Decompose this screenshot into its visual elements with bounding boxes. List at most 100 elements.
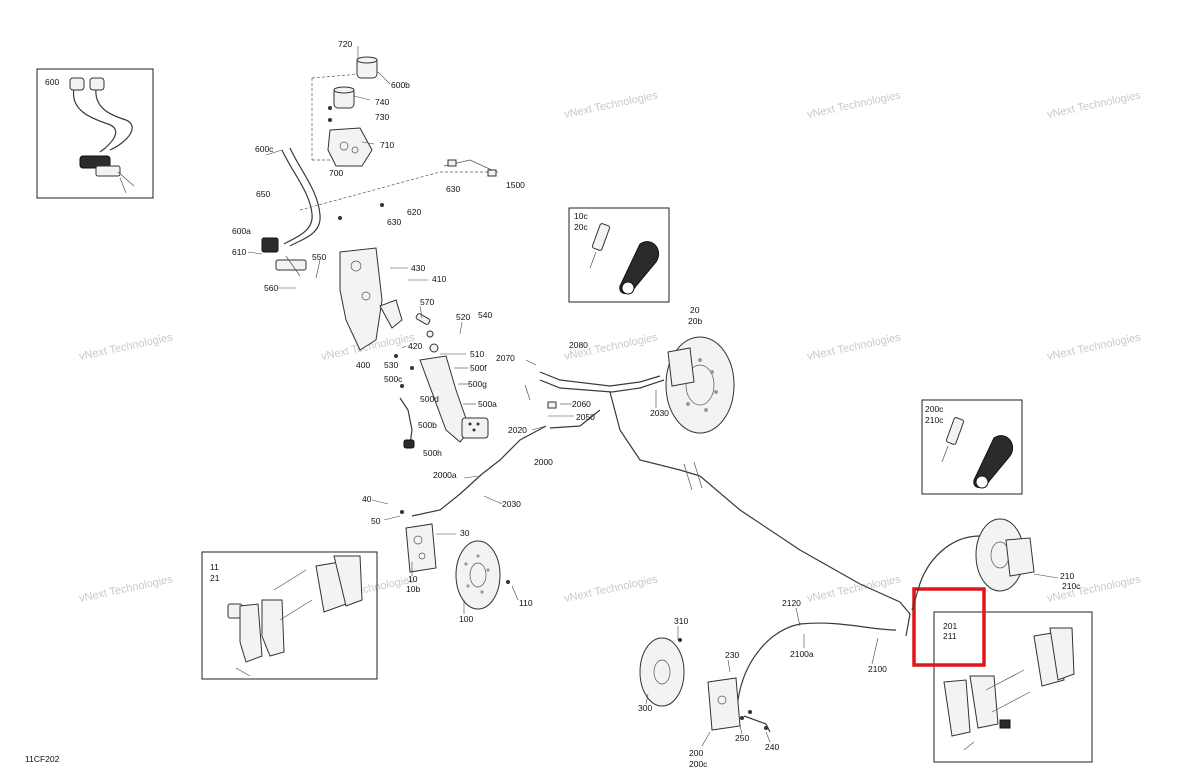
callout-20: 20 [690, 305, 700, 315]
watermark: vNext Technologies [563, 89, 659, 121]
long-brake-line [411, 461, 901, 603]
callout-230: 230 [725, 650, 739, 660]
inset-11-frame [201, 551, 378, 680]
callout-2000: 2000 [534, 457, 553, 467]
inset-10c-frame [568, 207, 670, 303]
callout-labels: 720 600b 740 730 710 700 600 600c 650 63… [25, 39, 1081, 769]
callout-650: 650 [256, 189, 270, 199]
callout-210: 210 [1060, 571, 1074, 581]
callout-10b: 10b [406, 584, 420, 594]
callout-570: 570 [420, 297, 434, 307]
callout-250: 250 [735, 733, 749, 743]
inset-600-frame [36, 68, 154, 199]
callout-550: 550 [312, 252, 326, 262]
callout-2120: 2120 [782, 598, 801, 608]
callout-1500: 1500 [506, 180, 525, 190]
inset-201-frame [933, 611, 1093, 763]
callout-740: 740 [375, 97, 389, 107]
highlight-box [912, 587, 986, 667]
inset-200c-parts [941, 417, 1014, 489]
diagram-code: 11CF202 [25, 754, 60, 764]
pedal-assembly [261, 237, 489, 449]
callout-300: 300 [638, 703, 652, 713]
callout-600: 600 [45, 77, 59, 87]
callout-2020: 2020 [508, 425, 527, 435]
callout-500f: 500f [470, 363, 487, 373]
callout-2060: 2060 [572, 399, 591, 409]
watermarks: vNext Technologies vNext Technologies vN… [78, 89, 1142, 605]
callout-530: 530 [384, 360, 398, 370]
watermark: vNext Technologies [1046, 331, 1142, 363]
watermark: vNext Technologies [78, 573, 174, 605]
callout-2070: 2070 [496, 353, 515, 363]
rear-left-brake [639, 622, 897, 733]
callout-430: 430 [411, 263, 425, 273]
watermark: vNext Technologies [806, 89, 902, 121]
callout-2030-b: 2030 [502, 499, 521, 509]
callout-500c: 500c [384, 374, 403, 384]
callout-210c: 210c [925, 415, 944, 425]
callout-211: 211 [943, 631, 957, 641]
callout-630-b: 630 [387, 217, 401, 227]
inset-201-parts [943, 627, 1075, 751]
watermark: vNext Technologies [806, 331, 902, 363]
callout-50: 50 [371, 516, 381, 526]
callout-500h: 500h [423, 448, 442, 458]
callout-201: 201 [943, 621, 957, 631]
watermark: vNext Technologies [1046, 89, 1142, 121]
inset-11-parts [227, 555, 363, 677]
callout-410: 410 [432, 274, 446, 284]
callout-30: 30 [460, 528, 470, 538]
callout-520: 520 [456, 312, 470, 322]
inset-600-parts [69, 77, 135, 194]
callout-100: 100 [459, 614, 473, 624]
watermark: vNext Technologies [563, 573, 659, 605]
watermark: vNext Technologies [806, 573, 902, 605]
callout-600a: 600a [232, 226, 251, 236]
callout-40: 40 [362, 494, 372, 504]
callout-500d: 500d [420, 394, 439, 404]
rear-right-brake [899, 518, 1035, 637]
inset-200c-frame [921, 399, 1023, 495]
brake-lines-upper [281, 147, 500, 247]
callout-610: 610 [232, 247, 246, 257]
callout-2050: 2050 [576, 412, 595, 422]
callout-310: 310 [674, 616, 688, 626]
callout-2100a: 2100a [790, 649, 814, 659]
callout-21: 21 [210, 573, 220, 583]
callout-200: 200 [689, 748, 703, 758]
callout-500g: 500g [468, 379, 487, 389]
callout-11: 11 [210, 562, 219, 572]
callout-720: 720 [338, 39, 352, 49]
callout-240: 240 [765, 742, 779, 752]
watermark: vNext Technologies [78, 331, 174, 363]
callout-510: 510 [470, 349, 484, 359]
callout-2030: 2030 [650, 408, 669, 418]
callout-400: 400 [356, 360, 370, 370]
callout-20c: 20c [574, 222, 588, 232]
front-left-brake [400, 510, 510, 610]
callout-500b: 500b [418, 420, 437, 430]
callout-620: 620 [407, 207, 421, 217]
callout-710: 710 [380, 140, 394, 150]
callout-560: 560 [264, 283, 278, 293]
callout-10: 10 [408, 574, 418, 584]
callout-500a: 500a [478, 399, 497, 409]
callout-210c-rear: 210c [1062, 581, 1081, 591]
callout-2000a: 2000a [433, 470, 457, 480]
callout-600b: 600b [391, 80, 410, 90]
callout-420: 420 [408, 341, 422, 351]
callout-730: 730 [375, 112, 389, 122]
front-right-brake [481, 336, 735, 477]
callout-630: 630 [446, 184, 460, 194]
callout-600c: 600c [255, 144, 274, 154]
callout-200c: 200c [925, 404, 944, 414]
leader-lines [247, 46, 1059, 747]
callout-700: 700 [329, 168, 343, 178]
callout-110: 110 [519, 598, 533, 608]
reservoir-assembly [311, 56, 378, 167]
callout-200c-rear: 200c [689, 759, 708, 769]
callout-2100: 2100 [868, 664, 887, 674]
